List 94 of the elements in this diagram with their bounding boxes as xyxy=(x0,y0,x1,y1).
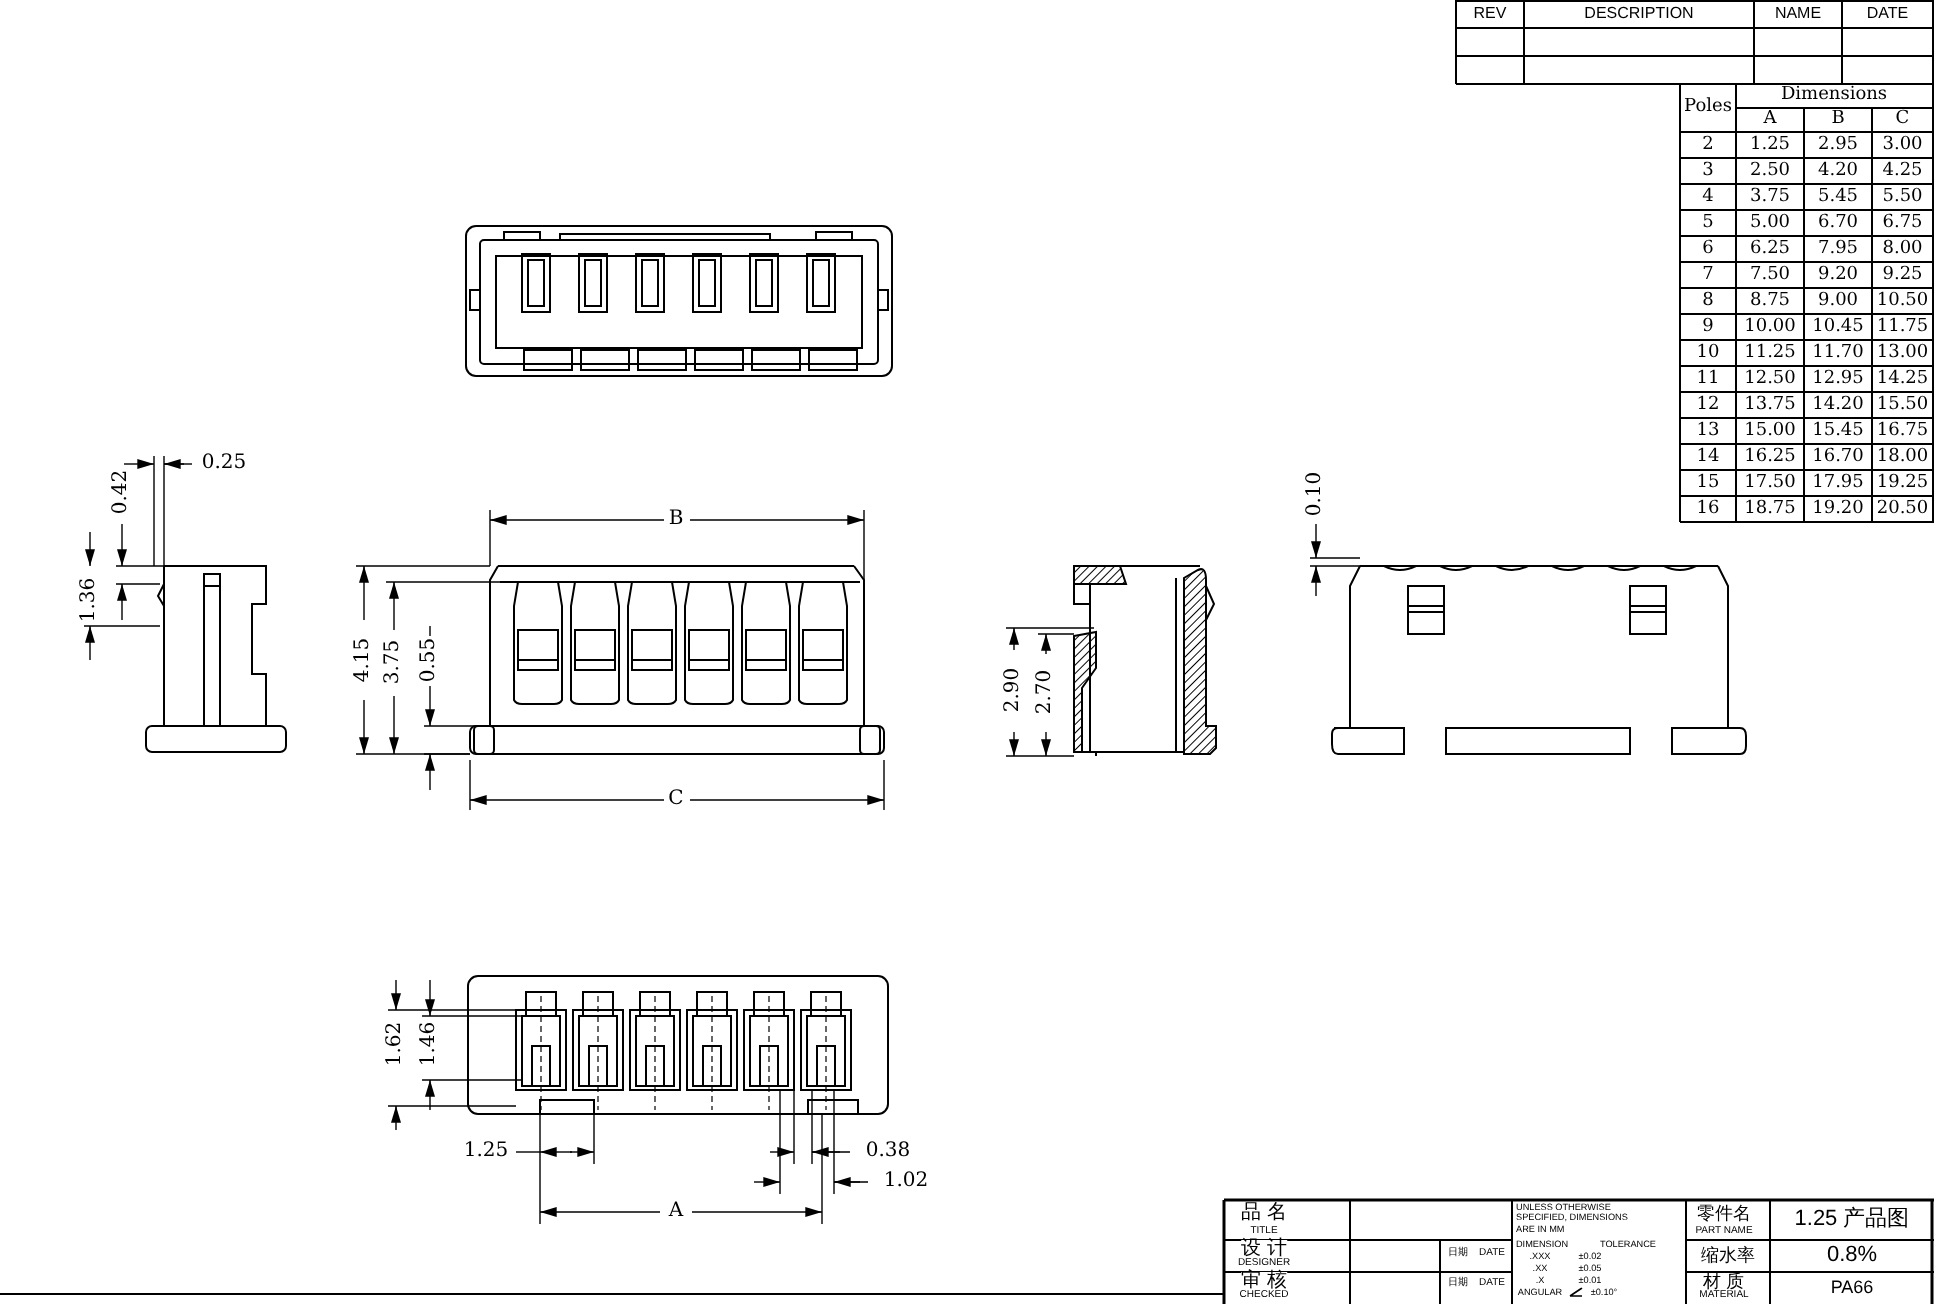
table-value: 2.50 xyxy=(1749,162,1791,180)
table-value: 5.50 xyxy=(1882,188,1923,206)
table-value: 15.45 xyxy=(1812,422,1864,440)
table-value: 16.25 xyxy=(1744,448,1796,466)
table-value: 11.25 xyxy=(1744,344,1796,362)
dimension-value: 4.15 xyxy=(354,637,374,683)
table-value: 17.95 xyxy=(1812,474,1864,492)
table-value: 12 xyxy=(1696,396,1720,414)
table-value: 7.50 xyxy=(1749,266,1791,284)
table-value: 12.95 xyxy=(1812,370,1864,388)
dimension-value: 0.42 xyxy=(112,469,132,515)
table-value: 14.20 xyxy=(1812,396,1864,414)
table-value: 5.45 xyxy=(1817,188,1859,206)
table-value: 17.50 xyxy=(1744,474,1796,492)
table-value: 6 xyxy=(1702,240,1714,258)
table-value: 15.50 xyxy=(1876,396,1929,414)
field-value: PA66 xyxy=(1830,1279,1874,1297)
table-value: 9.25 xyxy=(1882,266,1923,284)
table-value: 11.70 xyxy=(1812,344,1864,362)
table-value: 16.75 xyxy=(1876,422,1929,440)
table-value: 9.00 xyxy=(1817,292,1859,310)
table-value: 6.75 xyxy=(1882,214,1923,232)
column-header: Poles xyxy=(1684,99,1732,117)
table-value: 10.45 xyxy=(1812,318,1864,336)
dimension-value: 2.90 xyxy=(1004,667,1024,713)
dimension-value: 1.36 xyxy=(80,577,100,623)
field-value: 0.8% xyxy=(1826,1245,1878,1267)
table-value: 14.25 xyxy=(1876,370,1929,388)
table-value: 19.25 xyxy=(1876,474,1929,492)
dimension-value: 0.38 xyxy=(865,1142,911,1162)
table-value: 6.25 xyxy=(1749,240,1791,258)
table-value: 16.70 xyxy=(1812,448,1864,466)
table-value: 14 xyxy=(1696,448,1720,466)
table-value: 5.00 xyxy=(1749,214,1791,232)
table-value: 10.00 xyxy=(1744,318,1796,336)
table-value: 3.00 xyxy=(1882,136,1923,154)
dimension-value: 1.62 xyxy=(386,1021,406,1067)
column-header: C xyxy=(1895,111,1910,129)
table-value: 19.20 xyxy=(1812,500,1864,518)
table-value: 3 xyxy=(1702,162,1714,180)
dimension-value: 3.75 xyxy=(384,639,404,685)
table-value: 15.00 xyxy=(1744,422,1796,440)
table-value: 12.50 xyxy=(1744,370,1796,388)
dimension-value: A xyxy=(668,1202,684,1222)
table-value: 7 xyxy=(1702,266,1714,284)
table-value: 18.00 xyxy=(1876,448,1929,466)
table-value: 11 xyxy=(1696,370,1720,388)
dimension-value: 1.25 xyxy=(463,1142,509,1162)
dimension-value: 0.10 xyxy=(1306,471,1326,517)
column-header: Dimensions xyxy=(1780,87,1888,105)
table-value: 13.00 xyxy=(1876,344,1929,362)
column-header: NAME xyxy=(1774,6,1822,22)
table-value: 20.50 xyxy=(1876,500,1929,518)
field-label: 缩水率 xyxy=(1701,1247,1755,1265)
column-header: A xyxy=(1763,111,1777,129)
column-header: B xyxy=(1831,111,1845,129)
field-label: 品 名 xyxy=(1241,1204,1287,1224)
table-value: 18.75 xyxy=(1744,500,1796,518)
table-value: 15 xyxy=(1696,474,1720,492)
table-value: 13.75 xyxy=(1744,396,1796,414)
table-value: 10.50 xyxy=(1876,292,1929,310)
table-value: 8.75 xyxy=(1749,292,1791,310)
table-value: 4.20 xyxy=(1817,162,1859,180)
table-value: 16 xyxy=(1696,500,1720,518)
table-value: 8 xyxy=(1702,292,1714,310)
dimension-value: 0.55 xyxy=(420,637,440,683)
table-value: 11.75 xyxy=(1876,318,1929,336)
table-value: 6.70 xyxy=(1817,214,1859,232)
table-value: 13 xyxy=(1696,422,1720,440)
table-value: 3.75 xyxy=(1749,188,1791,206)
dimension-value: 2.70 xyxy=(1036,669,1056,715)
column-header: DESCRIPTION xyxy=(1584,6,1694,22)
table-value: 8.00 xyxy=(1882,240,1923,258)
table-value: 9 xyxy=(1702,318,1714,336)
field-label: 材 质 xyxy=(1703,1273,1745,1291)
table-value: 9.20 xyxy=(1817,266,1859,284)
table-value: 5 xyxy=(1702,214,1714,232)
column-header: REV xyxy=(1473,6,1507,22)
table-value: 10 xyxy=(1696,344,1720,362)
field-value: 1.25 产品图 xyxy=(1794,1209,1910,1231)
table-value: 4 xyxy=(1702,188,1714,206)
column-header: DATE xyxy=(1866,6,1909,22)
table-value: 7.95 xyxy=(1817,240,1859,258)
table-value: 2.95 xyxy=(1817,136,1859,154)
field-label: 零件名 xyxy=(1697,1205,1751,1223)
dimension-value: 1.02 xyxy=(883,1172,929,1192)
dimension-value: B xyxy=(668,510,684,530)
table-value: 1.25 xyxy=(1749,136,1791,154)
table-value: 4.25 xyxy=(1882,162,1923,180)
dimension-value: C xyxy=(668,790,684,810)
table-value: 2 xyxy=(1702,136,1714,154)
field-label: 审 核 xyxy=(1241,1272,1287,1292)
dimension-value: 1.46 xyxy=(420,1021,440,1067)
dimension-value: 0.25 xyxy=(201,454,247,474)
